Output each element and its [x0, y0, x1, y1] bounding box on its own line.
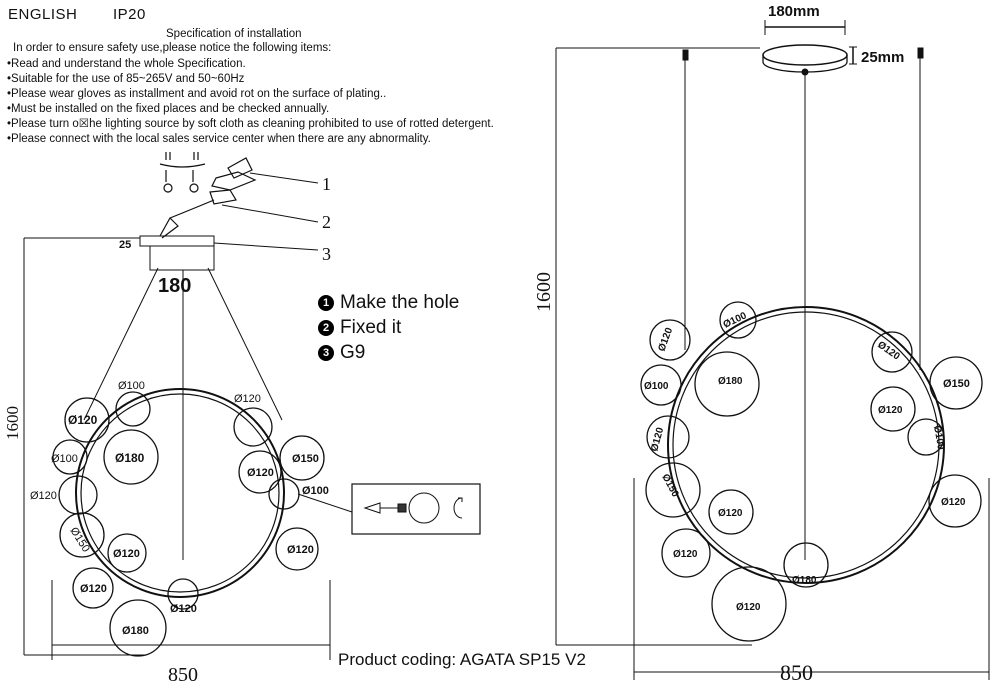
step-label: G9 — [340, 342, 366, 363]
right-canopy-thickness: 25mm — [861, 49, 904, 66]
bubble-label: Ø180 — [792, 575, 817, 586]
ip-rating-label: IP20 — [113, 6, 146, 23]
bubble-label: Ø150 — [292, 453, 319, 465]
spec-item: •Suitable for the use of 85~265V and 50~… — [7, 73, 245, 85]
left-canopy-thickness: 25 — [119, 239, 131, 251]
left-canopy — [139, 235, 215, 247]
bubble-label: Ø120 — [673, 549, 698, 560]
right-canopy-width: 180mm — [768, 3, 820, 20]
bubble-label: Ø100 — [644, 381, 669, 392]
bubble-label: Ø120 — [80, 583, 107, 595]
spec-item: •Please connect with the local sales ser… — [7, 133, 431, 145]
spec-item: •Please turn o☒he lighting source by sof… — [7, 118, 494, 130]
right-height-dimension: 1600 — [533, 272, 555, 312]
bubble-label: Ø150 — [659, 472, 680, 499]
left-canopy-width: 180 — [158, 275, 191, 297]
bubble-label: Ø120 — [68, 413, 98, 427]
bubble-label: Ø120 — [656, 326, 675, 353]
bubble-label: Ø120 — [878, 405, 903, 416]
step-number-icon: 3 — [318, 344, 334, 361]
left-bubbles — [52, 391, 325, 657]
bubble-label: Ø180 — [122, 625, 149, 637]
left-drawing — [23, 152, 481, 660]
mounting-hardware-sketch — [159, 152, 257, 239]
step-label: Make the hole — [340, 292, 460, 313]
callout-2: 2 — [322, 212, 331, 232]
spec-title: Specification of installation — [166, 28, 302, 40]
bubble-label: Ø100 — [931, 425, 946, 451]
step-number-icon: 1 — [318, 294, 334, 311]
step-label: Fixed it — [340, 317, 402, 338]
spec-intro: In order to ensure safety use,please not… — [13, 42, 332, 54]
step-number-icon: 2 — [318, 319, 334, 336]
bubble-label: Ø120 — [113, 548, 140, 560]
bubble-label: Ø120 — [30, 490, 57, 502]
callout-3: 3 — [322, 244, 331, 264]
spec-item: •Please wear gloves as installment and a… — [7, 88, 387, 100]
bubble-label: Ø120 — [170, 603, 197, 615]
bubble-label: Ø120 — [941, 497, 966, 508]
step-item: 1 Make the hole — [318, 290, 459, 315]
bubble-label: Ø100 — [51, 453, 78, 465]
bubble-label: Ø180 — [115, 451, 145, 465]
right-bubbles — [640, 301, 983, 642]
bubble-label: Ø120 — [247, 467, 274, 479]
spec-item: •Must be installed on the fixed places a… — [7, 103, 330, 115]
left-width-dimension: 850 — [168, 664, 198, 686]
bubble-label: Ø100 — [118, 380, 145, 392]
callout-1: 1 — [322, 174, 331, 194]
spec-item: •Read and understand the whole Specifica… — [7, 58, 246, 70]
step-item: 3 G9 — [318, 340, 459, 365]
bubble-label: Ø120 — [287, 544, 314, 556]
right-canopy — [762, 44, 848, 66]
language-label: ENGLISH — [8, 6, 78, 23]
bubble-label: Ø150 — [943, 378, 970, 390]
bubble-label: Ø120 — [736, 602, 761, 613]
spec-list: •Read and understand the whole Specifica… — [7, 57, 494, 147]
product-coding: Product coding: AGATA SP15 V2 — [338, 650, 586, 669]
right-width-dimension: 850 — [780, 660, 813, 685]
bubble-label: Ø120 — [649, 426, 666, 453]
bubble-label: Ø100 — [302, 485, 329, 497]
g9-detail-box — [351, 483, 481, 535]
bubble-label: Ø120 — [234, 393, 261, 405]
step-item: 2 Fixed it — [318, 315, 459, 340]
left-height-dimension: 1600 — [3, 406, 22, 440]
bubble-label: Ø180 — [718, 376, 743, 387]
bubble-label: Ø120 — [718, 508, 743, 519]
installation-steps: 1 Make the hole 2 Fixed it 3 G9 — [318, 290, 459, 365]
right-drawing — [555, 20, 990, 680]
